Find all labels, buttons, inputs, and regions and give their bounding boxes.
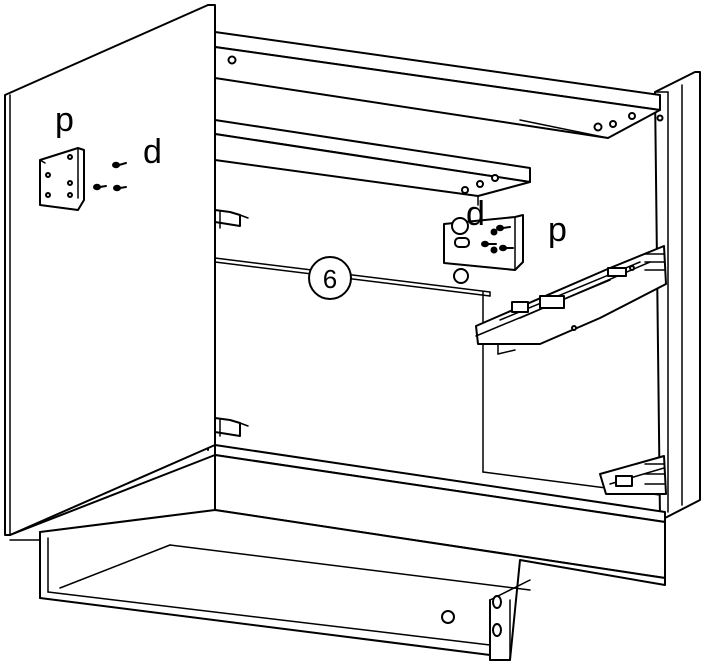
left-lower-clip	[214, 417, 249, 437]
rail-hole	[656, 114, 664, 122]
rail-hole	[461, 186, 469, 194]
right-screw-group	[481, 224, 514, 252]
rail-hole	[609, 120, 617, 128]
upper-drawer-slide	[475, 245, 667, 355]
rail-hole	[628, 112, 636, 120]
screw-icon	[113, 184, 127, 192]
rail-hole	[476, 180, 484, 188]
screw-icon	[93, 183, 107, 191]
front-bottom-rail	[9, 444, 666, 579]
left-side-panel	[4, 4, 216, 536]
screw-icon	[496, 224, 511, 232]
left-bracket-label: p	[55, 101, 74, 139]
step-callout	[308, 256, 352, 300]
right-screw-label: d	[466, 195, 485, 233]
plinth-base	[39, 509, 666, 661]
top-front-rail	[214, 119, 531, 206]
left-screw-group	[93, 161, 127, 192]
middle-divider	[214, 257, 491, 297]
screw-icon	[499, 244, 514, 252]
top-rear-rail	[214, 31, 664, 139]
step-number: 6	[323, 264, 337, 294]
right-bracket-label: p	[548, 211, 567, 249]
left-corner-bracket	[39, 147, 85, 211]
lower-drawer-slide	[599, 455, 667, 495]
screw-icon	[112, 161, 127, 169]
left-screw-label: d	[143, 133, 162, 171]
screw-icon	[481, 240, 497, 248]
left-upper-clip	[214, 209, 249, 229]
right-side-panel	[654, 71, 701, 519]
rail-hole	[593, 122, 603, 132]
rail-hole	[491, 174, 499, 182]
rail-hole	[227, 55, 237, 65]
